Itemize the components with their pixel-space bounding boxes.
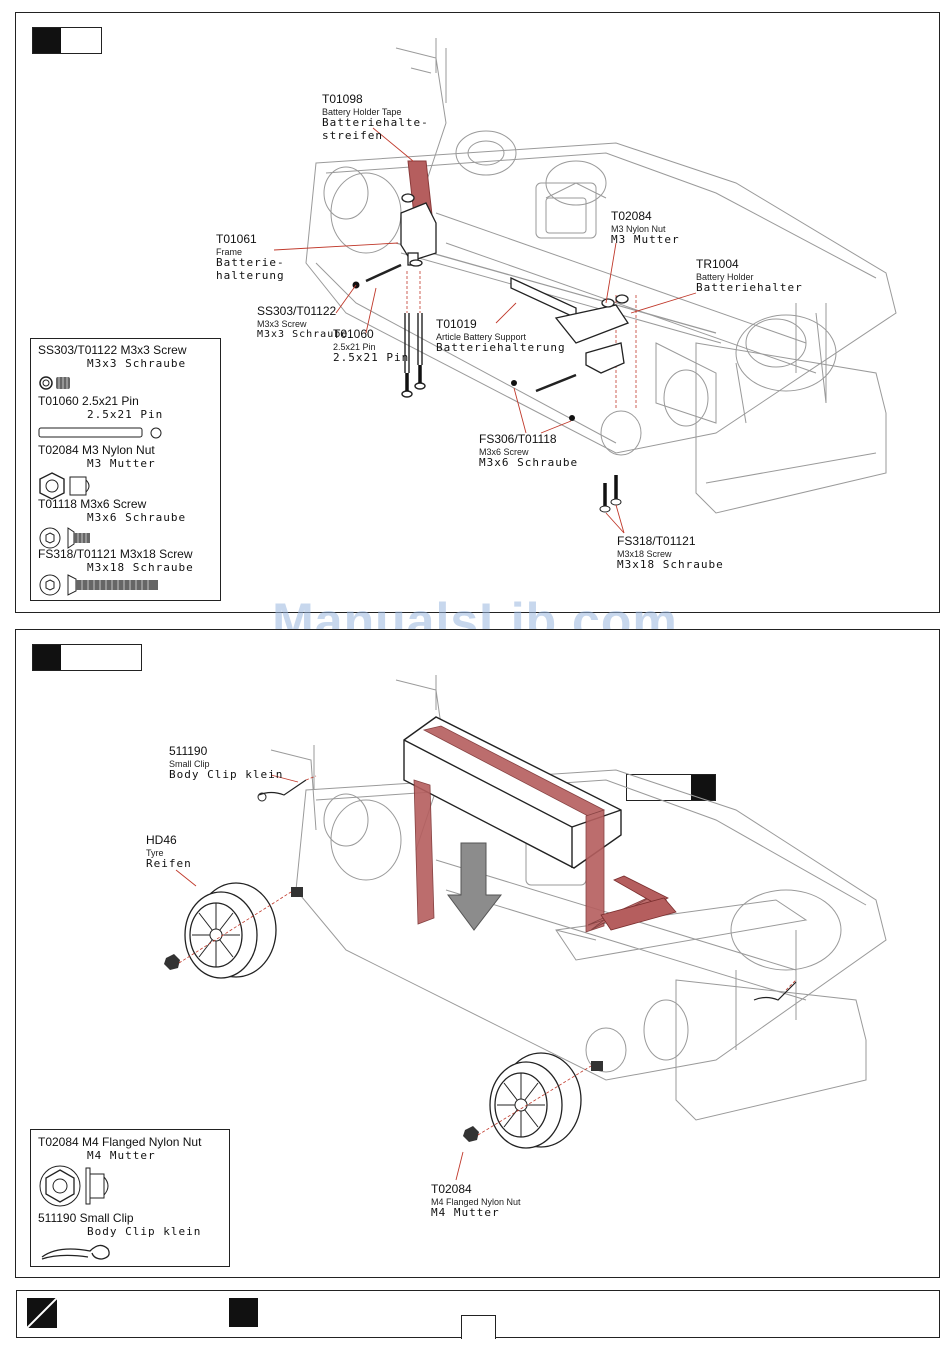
set-screw-icon	[39, 376, 70, 390]
callout-m4-nut: T02084 M4 Flanged Nylon Nut M4 Mutter	[431, 1182, 521, 1220]
callout-frame: T01061 Frame Batterie- halterung	[216, 232, 285, 282]
legend-item-m3x18-de: M3x18 Schraube	[87, 561, 194, 574]
callout-small-clip: 511190 Small Clip Body Clip klein	[169, 744, 284, 782]
step1-number-box	[32, 27, 102, 54]
body-clip-icon	[41, 1244, 110, 1260]
callout-m3x3-screw: SS303/T01122 M3x3 Screw M3x3 Schraube	[257, 304, 349, 341]
step2-number-box	[32, 644, 142, 671]
step2-panel: 511190 Small Clip Body Clip klein HD46 T…	[15, 629, 940, 1278]
legend-item-m3x6-de: M3x6 Schraube	[87, 511, 187, 524]
m3x6-screw-icon	[39, 527, 90, 549]
callout-tyre: HD46 Tyre Reifen	[146, 833, 192, 871]
step1-chassis-illustration	[273, 38, 897, 534]
callout-battery-holder: TR1004 Battery Holder Batteriehalter	[696, 257, 803, 295]
page-footer	[16, 1290, 940, 1339]
callout-m3x6-screw: FS306/T01118 M3x6 Screw M3x6 Schraube	[479, 432, 579, 470]
callout-battery-holder-tape: T01098 Battery Holder Tape Batteriehalte…	[322, 92, 429, 142]
legend-item-m3x3-de: M3x3 Schraube	[87, 357, 187, 370]
flanged-nut-icon	[39, 1165, 109, 1207]
pin-icon	[38, 427, 162, 439]
legend-item-nut-title: T02084 M3 Nylon Nut	[38, 443, 155, 457]
legend-item-m3x3-title: SS303/T01122 M3x3 Screw	[38, 343, 187, 357]
page-number-box	[461, 1315, 496, 1339]
nylon-nut-icon	[39, 472, 90, 500]
step2-side-box	[626, 774, 716, 801]
logo-mark-icon	[27, 1298, 57, 1328]
step1-parts-legend: SS303/T01122 M3x3 Screw M3x3 Schraube T0…	[30, 338, 221, 601]
legend-item-clip-de: Body Clip klein	[87, 1225, 202, 1238]
step2-chassis-illustration	[164, 675, 887, 1181]
legend-item-m4-nut-title: T02084 M4 Flanged Nylon Nut	[38, 1135, 202, 1149]
legend-item-m3x6-title: T01118 M3x6 Screw	[38, 497, 147, 511]
legend-item-m4-nut-de: M4 Mutter	[87, 1149, 156, 1162]
callout-m3x18-screw: FS318/T01121 M3x18 Screw M3x18 Schraube	[617, 534, 724, 572]
legend-item-clip-title: 511190 Small Clip	[38, 1211, 134, 1225]
callout-m3-nylon-nut: T02084 M3 Nylon Nut M3 Mutter	[611, 209, 680, 247]
step2-parts-legend: T02084 M4 Flanged Nylon Nut M4 Mutter 51…	[30, 1129, 230, 1267]
step1-panel: T01098 Battery Holder Tape Batteriehalte…	[15, 12, 940, 613]
legend-item-pin-de: 2.5x21 Pin	[87, 408, 164, 421]
footer-black-square	[229, 1298, 258, 1327]
callout-battery-support: T01019 Article Battery Support Batterieh…	[436, 317, 566, 355]
legend-item-pin-title: T01060 2.5x21 Pin	[38, 394, 139, 408]
legend-item-m3x18-title: FS318/T01121 M3x18 Screw	[38, 547, 193, 561]
m3x18-screw-icon	[39, 574, 158, 596]
callout-pin: T01060 2.5x21 Pin 2.5x21 Pin	[333, 327, 410, 365]
legend-item-nut-de: M3 Mutter	[87, 457, 156, 470]
